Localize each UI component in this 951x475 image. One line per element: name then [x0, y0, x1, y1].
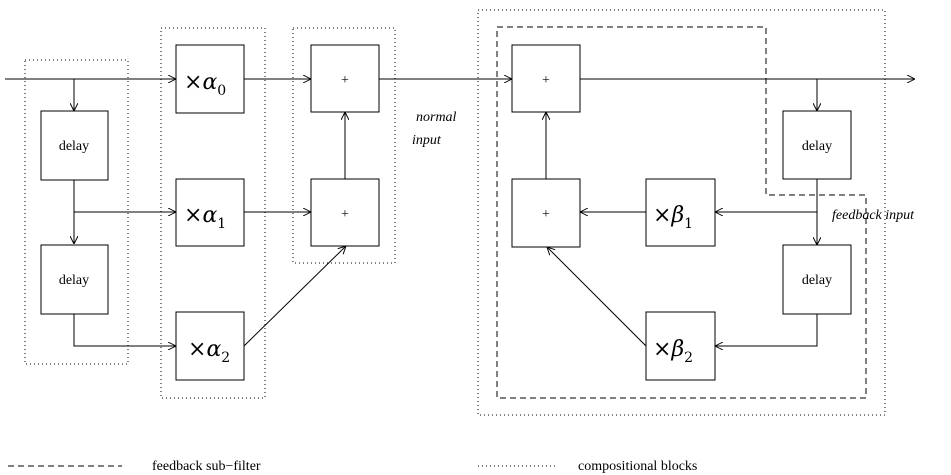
feedback-adder-block-2	[511, 178, 581, 248]
delay-block-3-label: delay	[802, 139, 832, 154]
wire-alpha2-to-adder	[243, 246, 346, 347]
feedback-adder-block-1	[511, 44, 581, 113]
wire-to-beta2	[715, 314, 818, 346]
beta1-multiplier-block	[645, 178, 716, 247]
adder-block-2-label: +	[341, 207, 349, 222]
delay-block-4	[782, 244, 852, 315]
normal-input-label-line2: input	[412, 133, 442, 148]
alpha2-multiplier-label: ×α2	[188, 337, 230, 366]
delay-block-4-label: delay	[802, 273, 832, 288]
adder-block-1-label: +	[341, 73, 349, 88]
feedback-adder-block-1-label: +	[542, 73, 550, 88]
delay-block-1-label: delay	[59, 139, 89, 154]
multiplier-group-border	[160, 27, 266, 399]
adder-block-2	[310, 178, 380, 247]
delay-block-1	[40, 110, 109, 181]
delay-block-3	[782, 110, 852, 180]
adder-group-border	[292, 27, 396, 264]
beta2-multiplier-label: ×β2	[653, 337, 693, 366]
normal-input-label-line1: normal	[416, 110, 457, 125]
feedback-input-label: feedback input	[832, 208, 915, 223]
delay-block-2	[40, 244, 109, 315]
feedback-adder-block-2-label: +	[542, 207, 550, 222]
alpha2-multiplier-block	[175, 311, 245, 381]
wire-to-alpha2	[73, 314, 176, 346]
alpha0-multiplier-label: ×α0	[184, 70, 226, 99]
legend-feedback-sub-filter: feedback sub−filter	[152, 459, 261, 474]
delay-block-2-label: delay	[59, 273, 89, 288]
alpha0-multiplier-block	[175, 44, 245, 114]
wire-beta2-to-adder	[547, 247, 647, 347]
legend-compositional-blocks: compositional blocks	[578, 459, 697, 474]
beta1-multiplier-label: ×β1	[653, 203, 693, 232]
beta2-multiplier-block	[645, 311, 716, 381]
adder-block-1	[310, 44, 380, 113]
alpha1-multiplier-block	[175, 178, 245, 247]
alpha1-multiplier-label: ×α1	[184, 203, 226, 232]
